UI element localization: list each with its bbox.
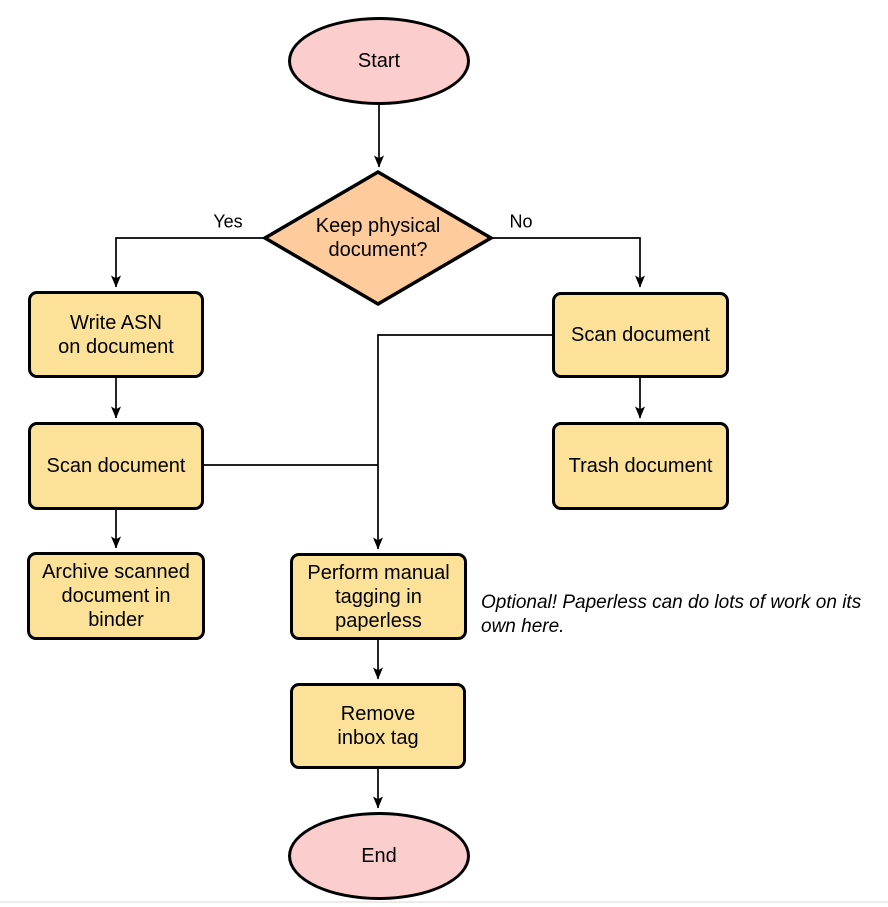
flow-node-archive-binder: Archive scanned document in binder [27,552,205,640]
flow-node-start: Start [288,17,470,105]
node-label: Scan document [571,324,710,346]
node-label: Remove inbox tag [337,702,418,750]
node-label: Start [357,50,401,72]
node-label: Archive scanned document in binder [42,560,190,632]
node-label-line: binder [88,609,144,631]
edge-label-yes: Yes [213,211,243,232]
flow-node-scan-document-right: Scan document [552,292,729,378]
node-label: Trash document [568,455,713,477]
edge-label-no: No [509,211,533,232]
edge-decision-no-to-scan [491,237,645,288]
flow-node-decision-label: Keep physical document? [278,198,478,278]
flow-node-manual-tagging: Perform manual tagging in paperless [290,553,467,640]
node-label: Perform manual tagging in paperless [307,561,449,633]
annotation-optional-note: Optional! Paperless can do lots of work … [481,592,862,637]
flow-node-scan-document-left: Scan document [28,422,204,510]
node-label-line: Keep physical [315,215,441,237]
page-bottom-divider [0,901,888,903]
node-label-line: inbox tag [337,727,419,749]
node-label-line: Remove [340,703,416,725]
node-label-line: Write ASN [70,311,162,334]
edge-decision-yes-to-write-asn [111,237,265,288]
node-label: Write ASN on document [58,311,174,359]
node-label-line: document? [328,239,428,261]
node-label: End [361,845,397,867]
node-label-line: Archive scanned [42,561,190,583]
node-label: Scan document [46,455,186,477]
flow-node-end: End [288,812,470,900]
node-label-line: on document [58,335,174,358]
flow-node-trash-document: Trash document [552,422,729,510]
node-label-line: document in [61,585,171,607]
edge-scan-right-to-tagging [373,334,553,550]
node-label-line: tagging in [335,585,422,608]
flow-node-remove-inbox-tag: Remove inbox tag [290,683,466,769]
decision-diamond-shape [261,169,495,307]
node-label-line: paperless [335,609,422,632]
node-label-line: Perform manual [307,561,450,584]
flow-node-write-asn: Write ASN on document [28,291,204,378]
